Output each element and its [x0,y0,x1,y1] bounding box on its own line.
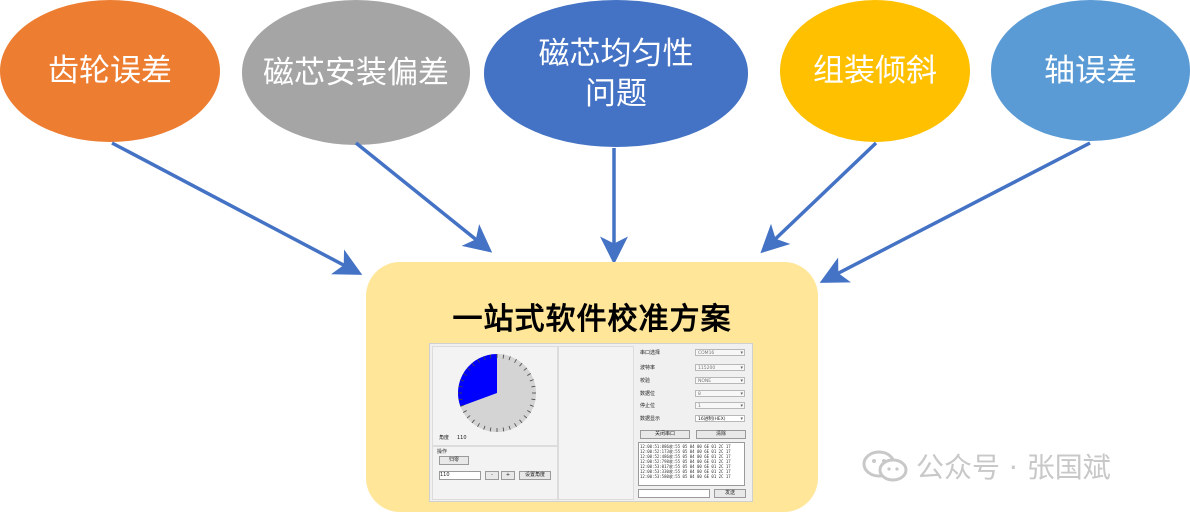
operation-group-label: 操作 [437,449,448,455]
angle-gauge [458,354,536,432]
gauge-tick [523,367,528,371]
operation-group: 操作 归零 110 - + 设置角度 [432,446,558,500]
cause-core-uniformity-text: 磁芯均匀性 问题 [539,34,694,114]
gauge-tick [471,419,475,424]
gauge-tick [489,354,492,359]
gauge-tick [508,425,511,430]
log-line: 12:00:52:486收:55 05 04 00 6E 01 2C 17 [640,454,731,459]
gauge-tick [458,398,463,401]
setting-label-stopbits: 停止位 [640,403,656,409]
display-select[interactable]: 16进制(HEX) [695,415,745,423]
setting-label-parity: 校验 [640,378,651,384]
send-button[interactable]: 发送 [714,489,746,498]
setting-label-baud: 波特率 [640,365,656,371]
gauge-tick [527,373,531,376]
baud-select[interactable]: 115200 [695,364,745,372]
gauge-tick [460,379,465,382]
gauge-tick [483,425,486,430]
gauge-tick [523,415,528,419]
close-port-button[interactable]: 关闭串口 [640,430,690,439]
gauge-tick [519,362,523,367]
setting-label-display: 数据显示 [640,416,661,422]
gauge-tick [514,359,517,363]
cause-assembly-tilt-label: 组装倾斜 [813,53,937,89]
cause-core-uniformity-line2: 问题 [585,75,647,112]
gauge-tick [519,419,523,424]
cause-gear-error-label: 齿轮误差 [48,53,172,89]
setting-label-port: 串口选择 [640,350,661,356]
gauge-tick [477,423,480,427]
log-line: 12:00:53:330收:55 05 04 00 6E 01 2C 17 [640,469,731,474]
gauge-ticks [458,354,536,432]
cause-core-uniformity: 磁芯均匀性 问题 [484,0,748,147]
cause-shaft-error-label: 轴误差 [1044,52,1137,89]
stopbits-select[interactable]: 1 [695,402,745,410]
gauge-tick [477,359,480,363]
wechat-icon [862,450,908,482]
plus-button[interactable]: + [501,471,515,480]
clear-button[interactable]: 清除 [696,430,746,439]
gauge-tick [514,423,517,427]
cause-gear-error: 齿轮误差 [0,0,220,142]
angle-value: 110 [457,435,467,441]
gauge-tick [529,404,534,407]
cause-assembly-tilt: 组装倾斜 [780,0,970,142]
arrow-assembly-tilt [760,141,878,254]
databits-select[interactable]: 8 [695,390,745,398]
gauge-panel: 角度 110 [432,346,558,446]
gauge-tick [531,398,536,401]
gauge-tick [460,404,465,407]
cause-core-install-deviation: 磁芯安装偏差 [242,0,470,145]
cause-core-uniformity-line1: 磁芯均匀性 [538,35,694,72]
cause-shaft-error: 轴误差 [991,0,1190,141]
watermark: 公众号 · 张国斌 [862,446,1111,486]
solution-title: 一站式软件校准方案 [452,302,732,337]
gauge-angle-sector [458,354,497,407]
gauge-tick [489,427,492,432]
arrow-gear-error [111,141,363,275]
send-input[interactable] [638,489,710,498]
gauge-tick [463,373,467,376]
blank-panel [558,346,634,500]
gauge-tick [458,385,463,388]
log-line: 12:00:53:017收:55 05 04 00 6E 01 2C 17 [640,464,731,469]
gauge-tick [471,362,475,367]
gauge-tick [466,367,471,371]
gauge-tick [531,385,536,388]
angle-label: 角度 [439,435,450,441]
log-line: 12:00:52:173收:55 05 04 00 6E 01 2C 17 [640,449,731,454]
minus-button[interactable]: - [485,471,499,480]
gauge-tick [502,354,505,359]
cause-core-install-label: 磁芯安装偏差 [263,54,449,91]
log-line: 12:00:53:580收:55 05 04 00 6E 01 2C 17 [640,474,731,479]
zero-button[interactable]: 归零 [439,456,469,465]
arrow-core-install [354,141,493,253]
gauge-tick [508,356,511,361]
setting-label-databits: 数据位 [640,391,656,397]
port-select[interactable]: COM16 [695,349,745,357]
gauge-tick [527,410,531,413]
log-line: 12:00:51:886收:55 05 04 00 6E 01 2C 17 [640,444,731,449]
arrow-shaft-error [819,141,1091,283]
gauge-tick [483,356,486,361]
set-angle-button[interactable]: 设置角度 [519,471,551,480]
watermark-text: 公众号 · 张国斌 [916,451,1111,484]
gauge-tick [529,379,534,382]
parity-select[interactable]: NONE [695,377,745,385]
angle-input[interactable]: 110 [439,471,481,480]
gauge-tick [502,427,505,432]
gauge-tick [463,410,467,413]
calibration-software-screenshot: 角度 110 操作 归零 110 - + 设置角度 串口选择 COM16 波特率… [429,343,753,502]
log-line: 12:00:52:798收:55 05 04 00 6E 01 2C 17 [640,459,731,464]
gauge-tick [466,415,471,419]
